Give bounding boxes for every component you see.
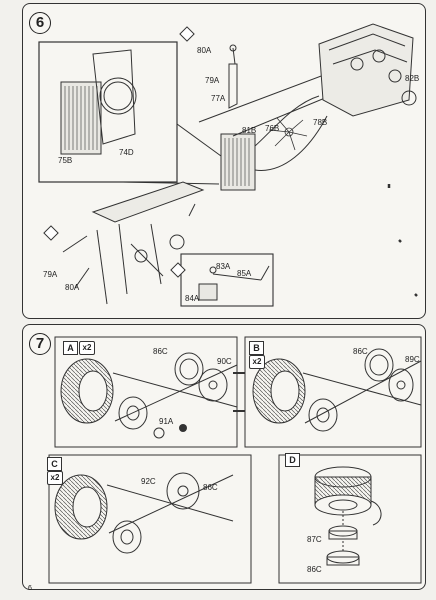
label-83a: 83A [216,262,231,271]
label-76b: 76B [265,124,280,133]
step-7-panel: 7 [22,324,426,590]
label-78b: 78B [313,118,328,127]
label-75b: 75B [58,156,73,165]
label-d-86c: 86C [307,565,322,574]
label-80a-top: 80A [197,46,212,55]
subassembly-tag-c: C [47,457,62,471]
quantity-x2-a: x2 [79,341,95,355]
label-c-86c: 86C [203,483,218,492]
label-a-91a: 91A [159,417,174,426]
label-79a-top: 79A [205,76,220,85]
label-b-86c: 86C [353,347,368,356]
label-77a: 77A [211,94,226,103]
label-82b: 82B [405,74,420,83]
quantity-x2-c: x2 [47,471,63,485]
subassembly-tag-b: B [249,341,264,355]
label-b-89c: 89C [405,355,420,364]
label-81b: 81B [242,126,257,135]
label-84a: 84A [185,294,200,303]
label-80a-bottom: 80A [65,283,80,292]
label-c-92c: 92C [141,477,156,486]
label-a-90c: 90C [217,357,232,366]
step-number-6: 6 [29,12,51,34]
label-74d: 74D [119,148,134,157]
subassembly-tag-d: D [285,453,300,467]
quantity-x2-b: x2 [249,355,265,369]
label-85a: 85A [237,269,252,278]
step-6-panel: 6 [22,3,426,319]
label-a-86c: 86C [153,347,168,356]
engine-assembly-drawing [38,23,418,307]
step-number-7: 7 [29,333,51,355]
label-d-87c: 87C [307,535,322,544]
wheel-assembly-drawing [48,336,422,584]
page-number: 6 [28,585,32,592]
subassembly-tag-a: A [63,341,78,355]
label-79a-bottom: 79A [43,270,58,279]
